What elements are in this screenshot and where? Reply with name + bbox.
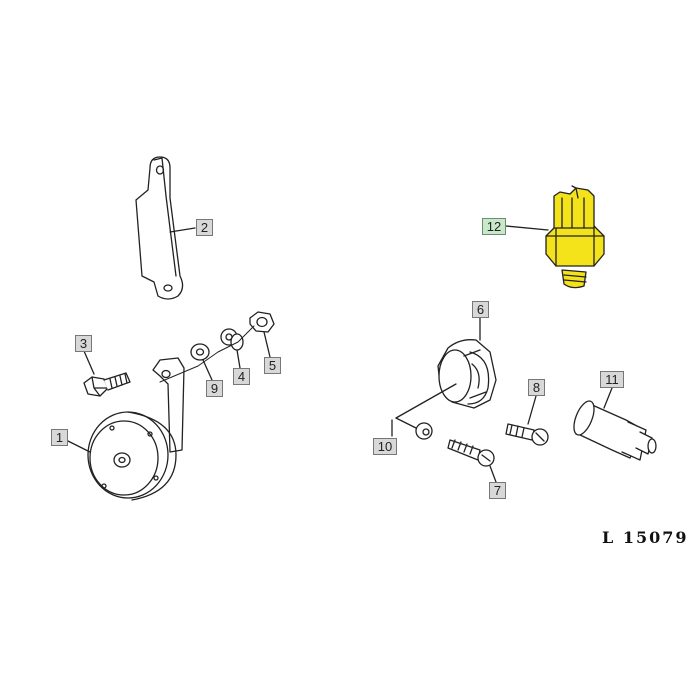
- callout-9: 9: [206, 380, 223, 397]
- part-clamp: [437, 317, 497, 409]
- callout-2: 2: [196, 219, 213, 236]
- callout-1: 1: [51, 429, 68, 446]
- callout-8: 8: [528, 379, 545, 396]
- part-screw-8: [505, 395, 549, 446]
- part-nut-10: [391, 383, 457, 440]
- part-pressure-switch: [505, 185, 605, 289]
- figure-reference: L 15079: [602, 528, 689, 547]
- part-washer-9: [190, 343, 213, 381]
- part-bracket: [135, 156, 196, 300]
- part-nut-5: [249, 311, 275, 358]
- callout-6: 6: [472, 301, 489, 318]
- callout-12: 12: [482, 218, 506, 235]
- callout-10: 10: [373, 438, 397, 455]
- callout-5: 5: [264, 357, 281, 374]
- callout-4: 4: [233, 368, 250, 385]
- part-washer-4: [220, 328, 244, 369]
- callout-7: 7: [489, 482, 506, 499]
- part-screw-7: [447, 439, 497, 483]
- callout-3: 3: [75, 335, 92, 352]
- part-cylinder: [573, 387, 657, 461]
- part-horn: [59, 357, 185, 501]
- part-bolt: [83, 350, 131, 397]
- callout-11: 11: [600, 371, 624, 388]
